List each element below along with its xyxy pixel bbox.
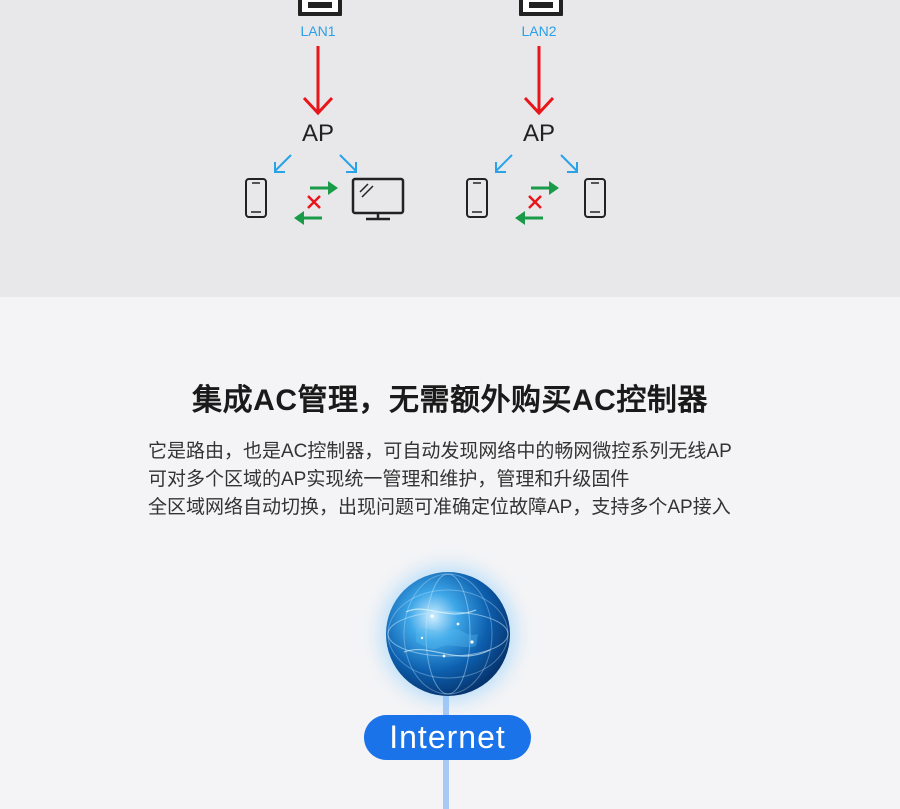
red-down-arrow: [302, 46, 334, 116]
description-line: 可对多个区域的AP实现统一管理和维护，管理和升级固件: [148, 469, 630, 490]
description-line: 全区域网络自动切换，出现问题可准确定位故障AP，支持多个AP接入: [148, 497, 731, 518]
lan-port-icon: [519, 0, 563, 16]
topology-panel: LAN1 LAN2 AP AP: [0, 0, 900, 297]
ap-label-left: AP: [301, 120, 334, 147]
blocked-exchange-icon: [515, 181, 559, 225]
internet-button[interactable]: Internet: [364, 715, 531, 760]
blocked-exchange-icon: [294, 181, 338, 225]
blue-arrow-right: [560, 154, 578, 173]
ap-label-right: AP: [522, 120, 555, 147]
phone-icon: [245, 178, 267, 218]
phone-icon: [466, 178, 488, 218]
lan1-label: LAN1: [300, 23, 336, 39]
lan2-label: LAN2: [521, 23, 557, 39]
phone-icon: [584, 178, 606, 218]
globe-icon: [386, 572, 510, 696]
monitor-icon: [351, 177, 405, 221]
red-down-arrow: [523, 46, 555, 116]
lan-port-icon: [298, 0, 342, 16]
blue-arrow-left: [495, 154, 513, 173]
feature-description: 它是路由，也是AC控制器，可自动发现网络中的畅网微控系列无线AP 可对多个区域的…: [148, 438, 788, 522]
network-diagram: [245, 0, 606, 225]
blue-arrow-right: [339, 154, 357, 173]
feature-headline: 集成AC管理，无需额外购买AC控制器: [192, 384, 708, 417]
blue-arrow-left: [274, 154, 292, 173]
description-line: 它是路由，也是AC控制器，可自动发现网络中的畅网微控系列无线AP: [148, 441, 732, 462]
